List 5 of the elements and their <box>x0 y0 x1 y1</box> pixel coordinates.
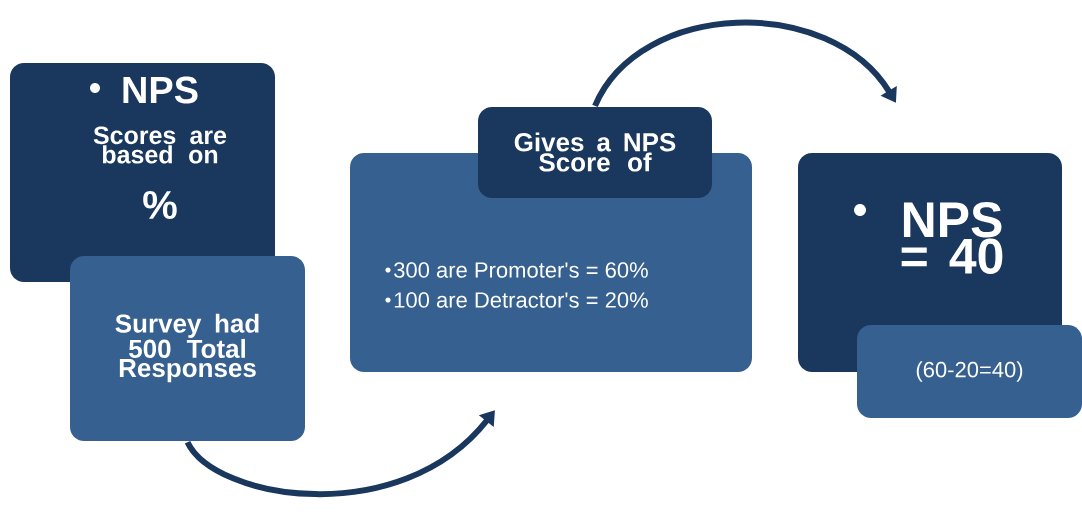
text-box: NPS Scores are based on % <box>10 63 275 282</box>
text-box: Gives a NPS Score of <box>478 107 712 198</box>
text-box: Survey had 500 Total Responses <box>70 256 305 441</box>
arrow <box>592 19 897 108</box>
formula-box: (60-20=40) <box>857 325 1082 418</box>
